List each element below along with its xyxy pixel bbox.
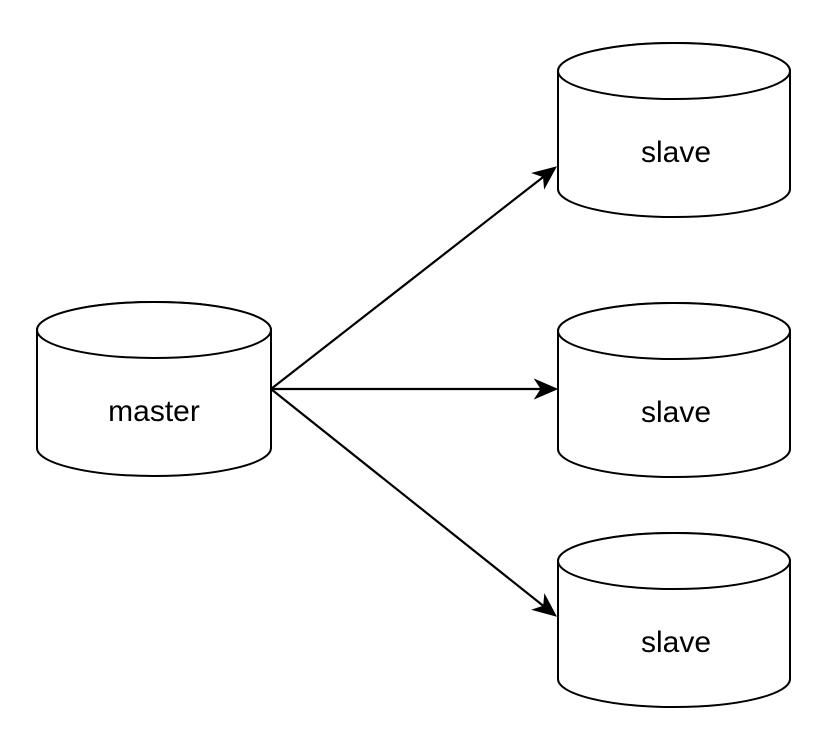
edge-line — [270, 175, 545, 390]
edge-line — [270, 388, 545, 608]
node-slave-1[interactable]: slave — [557, 42, 791, 218]
node-label-slave-2: slave — [641, 396, 711, 429]
edge-master-to-slave-3[interactable] — [270, 388, 557, 617]
cylinder-top-ellipse — [557, 42, 791, 100]
edge-master-to-slave-1[interactable] — [270, 166, 557, 390]
cylinder-top-ellipse — [557, 302, 791, 360]
arrowhead-icon — [531, 166, 557, 190]
node-slave-3[interactable]: slave — [557, 532, 791, 708]
node-slave-2[interactable]: slave — [557, 302, 791, 478]
node-master[interactable]: master — [36, 301, 272, 477]
cylinder-top-ellipse — [36, 301, 272, 359]
node-label-slave-3: slave — [641, 626, 711, 659]
cylinder-top-ellipse — [557, 532, 791, 590]
node-label-master: master — [108, 395, 200, 428]
arrowhead-icon — [531, 593, 557, 617]
node-label-slave-1: slave — [641, 136, 711, 169]
arrowhead-icon — [533, 378, 559, 400]
edge-master-to-slave-2[interactable] — [271, 378, 559, 400]
